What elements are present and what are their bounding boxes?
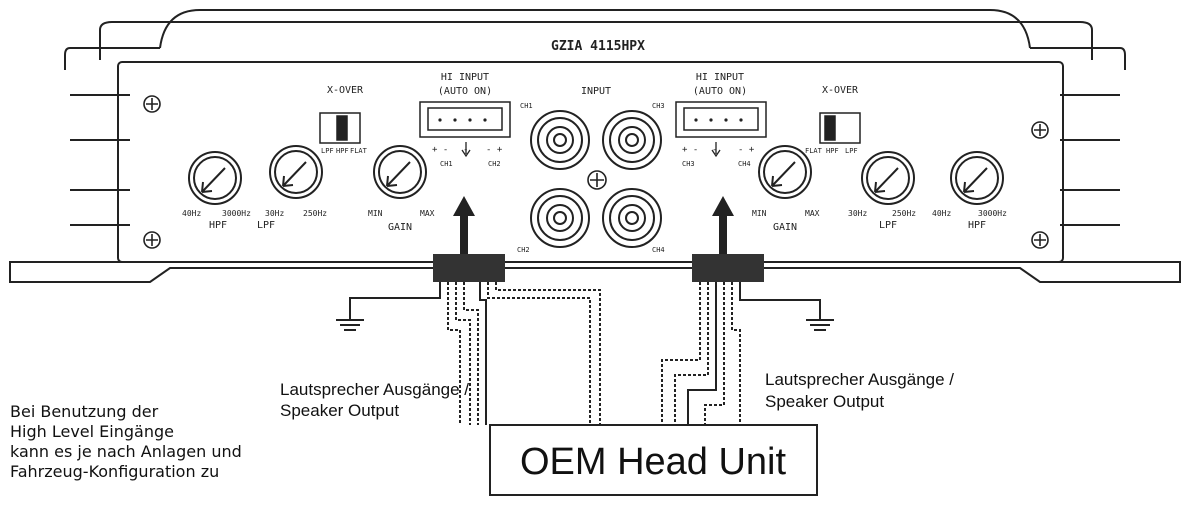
head-unit-label: OEM Head Unit — [520, 441, 787, 483]
wires-left — [349, 282, 601, 425]
wires-right — [661, 282, 821, 425]
knob-hpf-min-left: 40Hz — [182, 209, 201, 218]
hi-input-label-left-1: HI INPUT — [441, 72, 489, 83]
knob-gain-min-left: MIN — [368, 209, 383, 218]
knob-lpf-max-left: 250Hz — [303, 209, 327, 218]
arrow-up-icon — [712, 196, 734, 254]
left-controls: X-OVER LPF HPF FLAT HI INPUT (AUTO ON) +… — [182, 72, 511, 233]
pins-right-a: + - — [682, 145, 698, 155]
speaker-label-right-2: Speaker Output — [765, 392, 884, 411]
rca-jack-icon — [602, 188, 662, 248]
rca-ch3-label: CH3 — [652, 102, 665, 110]
usage-note-line: High Level Eingänge — [10, 422, 174, 441]
xover-label-hpf-left: HPF — [336, 147, 349, 155]
pin-ch1-left: CH1 — [440, 160, 453, 168]
pin-ch4-right: CH4 — [738, 160, 751, 168]
input-rca-section: INPUT CH1 CH2 CH3 CH4 — [517, 86, 665, 254]
knob-lpf-name-left: LPF — [257, 220, 275, 231]
hi-input-connector-left — [419, 101, 511, 138]
pins-right-c: - + — [738, 145, 755, 155]
knob-hpf-max-right: 3000Hz — [978, 209, 1007, 218]
xover-title-right: X-OVER — [822, 85, 859, 96]
screws — [143, 95, 1049, 249]
pin-ch3-right: CH3 — [682, 160, 695, 168]
model-name: GZIA 4115HPX — [551, 39, 645, 54]
knob-hpf-max-left: 3000Hz — [222, 209, 251, 218]
speaker-label-left-2: Speaker Output — [280, 401, 399, 420]
knob-hpf-min-right: 40Hz — [932, 209, 951, 218]
screw-icon — [1031, 231, 1049, 249]
plug-left — [433, 254, 505, 282]
knob-gain-name-left: GAIN — [388, 222, 412, 233]
usage-note-line: kann es je nach Anlagen und — [10, 442, 242, 461]
pins-left-c: - + — [486, 145, 503, 155]
knob-gain-max-left: MAX — [420, 209, 435, 218]
amplifier-body — [9, 9, 1181, 283]
hi-input-connector-right — [675, 101, 767, 138]
rca-jack-icon — [530, 188, 590, 248]
usage-note-line: Bei Benutzung der — [10, 402, 159, 421]
knob-icon — [373, 145, 427, 199]
rca-ch4-label: CH4 — [652, 246, 665, 254]
knob-lpf-min-left: 30Hz — [265, 209, 284, 218]
right-controls: HI INPUT (AUTO ON) + - - - + CH3 CH4 X-O… — [675, 72, 1007, 233]
xover-label-lpf-right: LPF — [845, 147, 858, 155]
screw-icon — [143, 231, 161, 249]
usage-note-line: Fahrzeug-Konfiguration zu — [10, 462, 220, 481]
screw-icon — [143, 95, 161, 113]
arrow-up-icon — [453, 196, 475, 254]
screw-icon — [587, 170, 607, 190]
xover-label-lpf-left: LPF — [321, 147, 334, 155]
xover-label-flat-left: FLAT — [350, 147, 368, 155]
hi-input-label-right-1: HI INPUT — [696, 72, 744, 83]
ground-pin-left — [461, 142, 471, 158]
xover-label-hpf-right: HPF — [826, 147, 839, 155]
knob-icon — [188, 151, 242, 205]
rca-ch2-label: CH2 — [517, 246, 530, 254]
xover-switch-right — [819, 112, 861, 144]
knob-lpf-name-right: LPF — [879, 220, 897, 231]
rca-jack-icon — [530, 110, 590, 170]
hi-input-label-left-2: (AUTO ON) — [438, 86, 492, 97]
xover-label-flat-right: FLAT — [805, 147, 823, 155]
pins-right-b: - — [712, 145, 717, 155]
knob-lpf-min-right: 30Hz — [848, 209, 867, 218]
rca-jack-icon — [602, 110, 662, 170]
knob-hpf-name-left: HPF — [209, 220, 227, 231]
hi-input-label-right-2: (AUTO ON) — [693, 86, 747, 97]
ground-pin-right — [711, 142, 721, 158]
knob-gain-name-right: GAIN — [773, 222, 797, 233]
knob-lpf-max-right: 250Hz — [892, 209, 916, 218]
knob-hpf-name-right: HPF — [968, 220, 986, 231]
ground-icon — [336, 319, 364, 331]
pins-left-a: + - — [432, 145, 448, 155]
speaker-label-right-1: Lautsprecher Ausgänge / — [765, 370, 954, 389]
knob-icon — [269, 145, 323, 199]
input-title: INPUT — [581, 86, 611, 97]
knob-icon — [950, 151, 1004, 205]
speaker-label-left-1: Lautsprecher Ausgänge / — [280, 380, 469, 399]
screw-icon — [1031, 121, 1049, 139]
xover-title-left: X-OVER — [327, 85, 364, 96]
knob-icon — [758, 145, 812, 199]
xover-switch-left — [319, 112, 361, 144]
knob-icon — [861, 151, 915, 205]
usage-note: Bei Benutzung der High Level Eingänge ka… — [10, 402, 242, 482]
plug-right — [692, 254, 764, 282]
head-unit-box — [489, 424, 818, 496]
knob-gain-max-right: MAX — [805, 209, 820, 218]
rca-ch1-label: CH1 — [520, 102, 533, 110]
ground-icon — [806, 319, 834, 331]
pin-ch2-left: CH2 — [488, 160, 501, 168]
knob-gain-min-right: MIN — [752, 209, 767, 218]
